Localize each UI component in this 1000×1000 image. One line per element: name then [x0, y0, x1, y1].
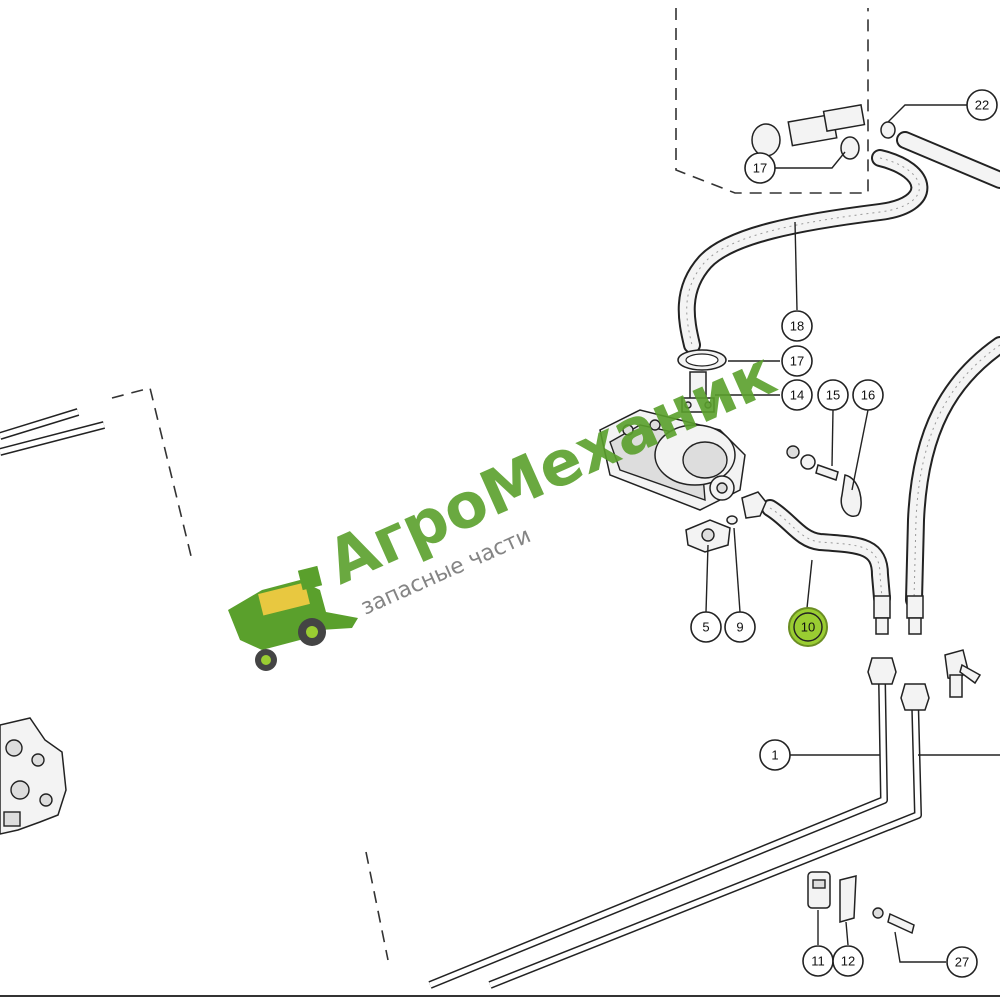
leader-lines	[705, 104, 1000, 963]
bracket-parts	[807, 871, 915, 935]
callout-15: 15	[817, 379, 849, 411]
callout-22: 22	[966, 89, 998, 121]
frame-outline-left	[111, 387, 193, 561]
callout-label: 10	[801, 620, 815, 635]
hose-right	[905, 336, 1000, 609]
callout-17-upper: 17	[744, 152, 776, 184]
callout-10-highlighted: 10	[788, 607, 828, 647]
hose-end-fittings	[873, 595, 924, 635]
callout-label: 5	[702, 620, 709, 635]
callout-label: 1	[771, 748, 778, 763]
callout-12: 12	[832, 945, 864, 977]
callout-label: 9	[736, 620, 743, 635]
tee-fitting	[944, 649, 982, 698]
callout-18: 18	[781, 310, 813, 342]
valve-block	[0, 717, 67, 835]
callout-17-lower: 17	[781, 345, 813, 377]
callout-14: 14	[781, 379, 813, 411]
callout-1: 1	[759, 739, 791, 771]
callout-16: 16	[852, 379, 884, 411]
callout-label: 12	[841, 954, 855, 969]
callout-label: 17	[790, 354, 804, 369]
callout-27: 27	[946, 946, 978, 978]
hose-18	[677, 149, 929, 354]
left-tubes	[0, 408, 106, 456]
callout-label: 11	[811, 954, 825, 969]
tank-outline	[675, 8, 869, 194]
callout-label: 17	[753, 161, 767, 176]
callout-label: 15	[826, 388, 840, 403]
rigid-pipes	[428, 657, 930, 989]
tank-fitting	[751, 103, 896, 160]
hydraulic-pump	[599, 409, 746, 511]
callout-label: 14	[790, 388, 804, 403]
callout-label: 27	[955, 955, 969, 970]
pump-inlet-fitting	[681, 371, 715, 413]
clamp-lower	[677, 349, 727, 371]
hose-10	[761, 499, 891, 607]
hose-10-elbow	[741, 491, 767, 519]
hose-return-top	[896, 131, 1000, 189]
bolt-and-clip	[786, 445, 862, 517]
callout-label: 22	[975, 98, 989, 113]
callout-9: 9	[724, 611, 756, 643]
flange-and-oring	[685, 515, 738, 553]
callout-label: 18	[790, 319, 804, 334]
callout-label: 16	[861, 388, 875, 403]
callout-11: 11	[802, 945, 834, 977]
callout-5: 5	[690, 611, 722, 643]
harvester-logo	[228, 565, 358, 671]
frame-outline-bottom	[365, 851, 389, 961]
